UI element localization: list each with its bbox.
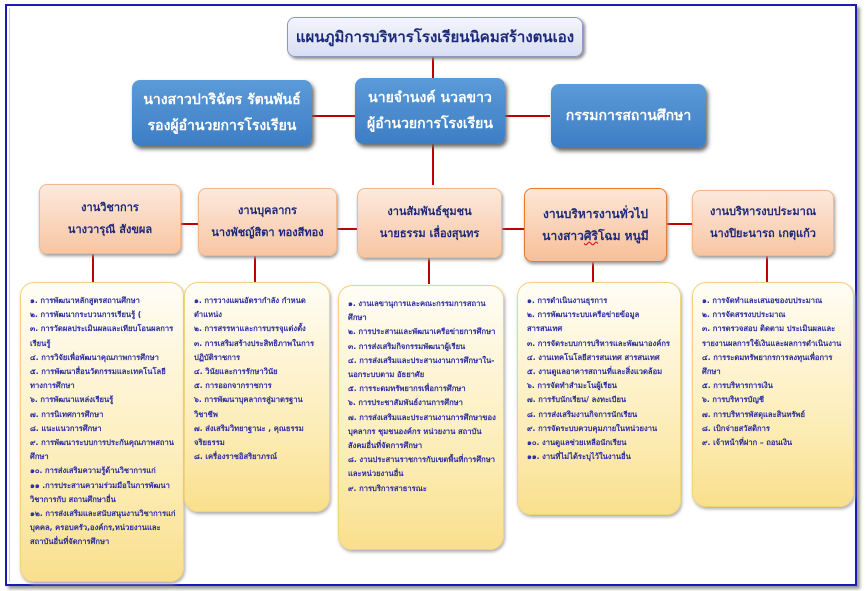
list-item: ๔. การส่งเสริมและประสานงานการศึกษาใน-นอก… [348,355,495,380]
list-item: ๕. การบริหารการเงิน [702,381,773,391]
dept-head-misspelled: ศิริ [583,229,598,243]
dept-name: งานสัมพันธ์ชุมชน [387,205,472,218]
connector-community-to-general [500,228,525,230]
list-item: ๓. การเสริมสร้างประสิทธิภาพในการปฏิบัติร… [194,338,315,362]
list-item: ๑. การพัฒนาหลักสูตรสถานศึกษา [30,296,140,305]
dept-name: งานบุคลากร [238,204,297,217]
list-item: ๒. การพัฒนาระบบเครือข่ายข้อมูลสารสนเทศ [527,310,640,334]
list-item: ๓. การวัดผลประเมินผลและเทียบโอนผลการเรีย… [30,324,174,348]
deputy-director-box: นางสาวปาริฉัตร รัตนพันธ์ รองผู้อำนวยการโ… [132,80,312,146]
list-item: ๖. การประชาสัมพันธ์งานการศึกษา [348,398,463,408]
list-item: ๖. การจัดทำสำมะโนผู้เรียน [527,381,617,391]
list-item: ๗. การนิเทศการศึกษา [30,409,104,419]
list-item: ๘. แนะแนวการศึกษา [30,423,102,433]
connector-community-to-list [428,258,430,284]
list-item: ๔. การวิจัยเพื่อพัฒนาคุณภาพการศึกษา [30,352,159,362]
list-item: ๒. การสรรหาและการบรรจุแต่งตั้ง [194,324,306,334]
academic-task-list: ๑. การพัฒนาหลักสูตรสถานศึกษา ๒. การพัฒนา… [20,282,184,582]
dept-community: งานสัมพันธ์ชุมชน นายธรรม เลื่องสุนทร [357,188,502,258]
dept-personnel: งานบุคลากร นางพัชญ์สิตา ทองสีทอง [198,188,337,256]
list-item: ๔. การระดมทรัพยากรการลงทุนเพื่อการศึกษา [702,352,833,377]
budget-task-list: ๑. การจัดทำและเสนอของบประมาณ ๒. การจัดสร… [692,282,854,507]
chart-title-text: แผนภูมิการบริหารโรงเรียนนิคมสร้างตนเอง [295,28,575,46]
list-item: ๑. การดำเนินงานธุรการ [527,296,608,305]
list-item: ๙. การจัดระบบควบคุมภายในหน่วยงาน [527,423,658,433]
list-item: ๖. การพัฒนาบุคลากรสู่มาตรฐานวิชาชีพ [194,395,303,419]
list-item: ๙. การบริการสาธารณะ [348,483,427,493]
dept-head-suffix: โฉม หนูมี [597,229,649,243]
list-item: ๘. การส่งเสริมงานกิจการนักเรียน [527,409,638,419]
dept-name: งานวิชาการ [81,201,139,214]
list-item: ๖. การพัฒนาแหล่งเรียนรู้ [30,395,114,405]
dept-name: งานบริหารงานทั่วไป [542,207,649,221]
list-item: ๓. การส่งเสริมกิจกรรมพัฒนาผู้เรียน [348,341,466,351]
list-item: ๕. งานดูแลอาคารสถานที่และสิ่งแวดล้อม [527,367,663,377]
list-item: ๑๑ .การประสานความร่วมมือในการพัฒนาวิชากา… [30,480,170,504]
connector-academic-to-list [92,254,94,282]
connector-academic-to-personnel [179,223,199,225]
connector-director-to-community [432,144,434,185]
list-item: ๔. วินัยและการรักษาวินัย [194,367,278,377]
list-item: ๑. งานเลขานุการและคณะกรรมการสถานศึกษา [348,299,486,323]
connector-deputy-to-director [312,115,356,117]
list-item: ๑๑. งานที่ไม่ได้ระบุไว้ในงานอื่น [527,452,631,462]
dept-head: นางพัชญ์สิตา ทองสีทอง [211,226,324,239]
community-task-list: ๑. งานเลขานุการและคณะกรรมการสถานศึกษา ๒.… [338,285,504,550]
connector-title-to-director [432,56,434,78]
list-item: ๓. การตรวจสอบ ติดตาม ประเมินผลและรายงานผ… [702,324,842,348]
connector-personnel-to-list [254,256,256,283]
list-item: ๑๐. งานดูแลช่วยเหลือนักเรียน [527,438,627,448]
list-item: ๗. การบริหารพัสดุและสินทรัพย์ [702,409,805,419]
deputy-role: รองผู้อำนวยการโรงเรียน [147,118,297,134]
list-item: ๒. การพัฒนากระบวนการเรียนรู้ ( [30,310,142,320]
list-item: ๔. งานเทคโนโลยีสารสนเทศ สารสนเทศ [527,352,660,362]
dept-head: นางวารุณี สังขผล [67,223,153,236]
list-item: ๑. การจัดทำและเสนอของบประมาณ [702,296,823,305]
director-role: ผู้อำนวยการโรงเรียน [367,116,493,132]
list-item: ๙. เจ้าหน้าที่ฝาก – ถอนเงิน [702,438,793,448]
list-item: ๗. ส่งเสริมวิทยาฐานะ , คุณธรรมจริยธรรม [194,423,304,448]
list-item: ๑. การวางแผนอัตรากำลัง กำหนดตำแหน่ง [194,296,306,320]
connector-budget-to-list [766,256,768,283]
general-admin-task-list: ๑. การดำเนินงานธุรการ ๒. การพัฒนาระบบเคร… [517,282,681,515]
frame-inner-line [9,8,10,582]
committee-name: กรรมการสถานศึกษา [565,108,692,124]
director-box: นายจำนงค์ นวลขาว ผู้อำนวยการโรงเรียน [355,78,505,144]
list-item: ๘. เบิกจ่ายสวัสดิการ [702,423,770,433]
list-item: ๓. การจัดระบบการบริหารและพัฒนาองค์กร [527,338,670,348]
chart-title: แผนภูมิการบริหารโรงเรียนนิคมสร้างตนเอง [287,17,583,57]
deputy-name: นางสาวปาริฉัตร รัตนพันธ์ [143,92,301,108]
connector-personnel-to-community [335,228,358,230]
dept-head: นางสาวศิริโฉม หนูมี [542,225,648,247]
list-item: ๗. การส่งเสริมและประสานงานการศึกษาของบุค… [348,412,496,451]
personnel-task-list: ๑. การวางแผนอัตรากำลัง กำหนดตำแหน่ง ๒. ก… [184,282,330,512]
school-committee-box: กรรมการสถานศึกษา [551,84,706,148]
dept-head: นายธรรม เลื่องสุนทร [379,227,480,240]
connector-director-to-committee [505,115,550,117]
list-item: ๕. การออกจากราชการ [194,381,272,391]
dept-head: นางปิยะนารถ เกตุแก้ว [710,227,816,240]
dept-name: งานบริหารงบประมาณ [709,205,817,218]
list-item: ๑๒. การส่งเสริมและสนับสนุนงานวิชาการแก่บ… [30,509,176,547]
list-item: ๕. การระดมทรัพยากรเพื่อการศึกษา [348,384,466,394]
list-item: ๑๐. การส่งเสริมความรู้ด้านวิชาการแก่ [30,466,156,476]
list-item: ๒. การจัดสรรงบประมาณ [702,310,786,320]
list-item: ๒. การประสานและพัฒนาเครือข่ายการศึกษา [348,327,496,337]
dept-budget: งานบริหารงบประมาณ นางปิยะนารถ เกตุแก้ว [692,190,834,256]
list-item: ๕. การพัฒนาสื่อนวัตกรรมและเทคโนโลยีทางกา… [30,367,166,391]
list-item: ๙. การพัฒนาระบบการประกันคุณภาพสถานศึกษา [30,438,174,462]
dept-academic: งานวิชาการ นางวารุณี สังขผล [39,184,181,254]
director-name: นายจำนงค์ นวลขาว [368,90,492,106]
dept-head-prefix: นางสาว [542,229,584,243]
list-item: ๖. การบริหารบัญชี [702,395,764,405]
list-item: ๘. งานประสานราชการกับเขตพื้นที่การศึกษาแ… [348,455,496,479]
connector-general-to-list [592,261,594,283]
list-item: ๘. เครื่องราชอิสริยาภรณ์ [194,452,278,462]
list-item: ๗. การรับนักเรียน/ ลงทะเบียน [527,395,627,405]
dept-general-admin: งานบริหารงานทั่วไป นางสาวศิริโฉม หนูมี [524,188,667,262]
connector-general-to-budget [665,223,692,225]
